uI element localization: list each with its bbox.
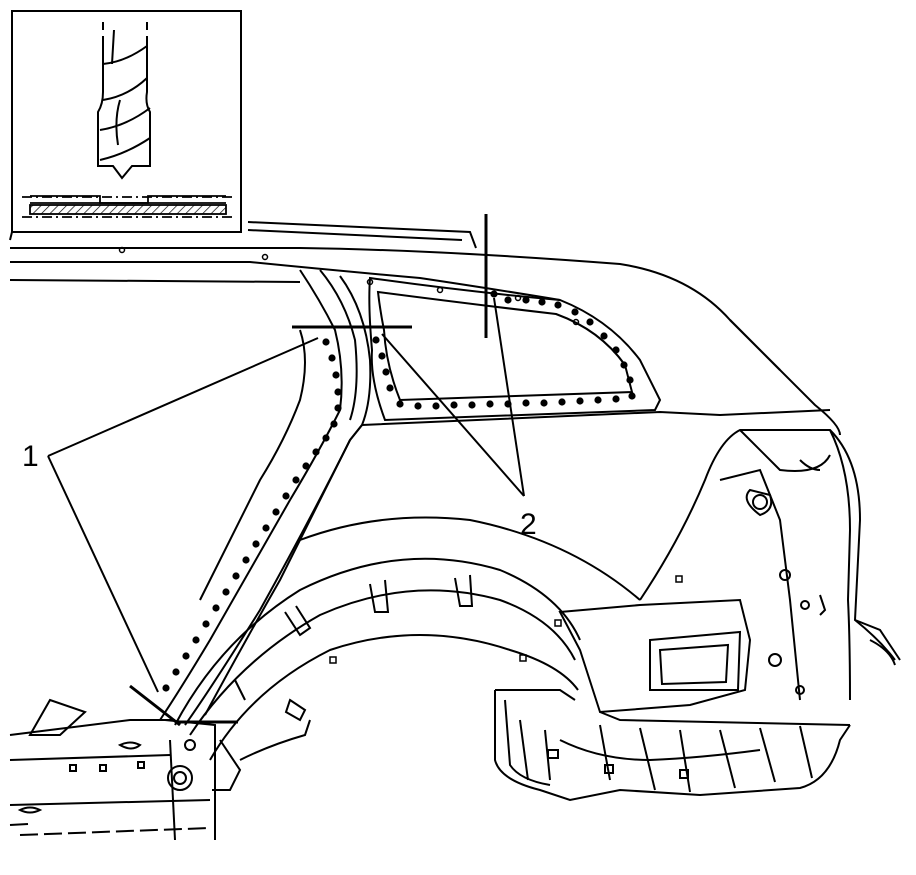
sheet-metal-section xyxy=(22,195,232,218)
callout-1: 1 xyxy=(22,440,39,473)
rear-end-structure xyxy=(558,429,901,726)
body-outline xyxy=(9,221,841,836)
leader-1-lower xyxy=(47,455,159,693)
leader-1-upper xyxy=(47,337,319,457)
drill-bit-icon xyxy=(97,22,151,180)
leader-2-left xyxy=(381,333,525,497)
cut-line-pillar-lower xyxy=(129,684,181,727)
leader-lines xyxy=(47,297,525,693)
underbody-floor xyxy=(494,689,851,802)
wheel-arch xyxy=(174,516,641,791)
drill-inset xyxy=(11,10,242,233)
spot-welds-window xyxy=(372,290,636,410)
spot-welds-pillar xyxy=(162,338,342,692)
callout-2: 2 xyxy=(520,508,537,541)
lower-rocker xyxy=(17,698,216,841)
cut-lines xyxy=(129,214,488,727)
c-pillar xyxy=(159,269,831,726)
leader-2-right xyxy=(493,297,525,497)
panel-detail-holes xyxy=(118,246,683,664)
